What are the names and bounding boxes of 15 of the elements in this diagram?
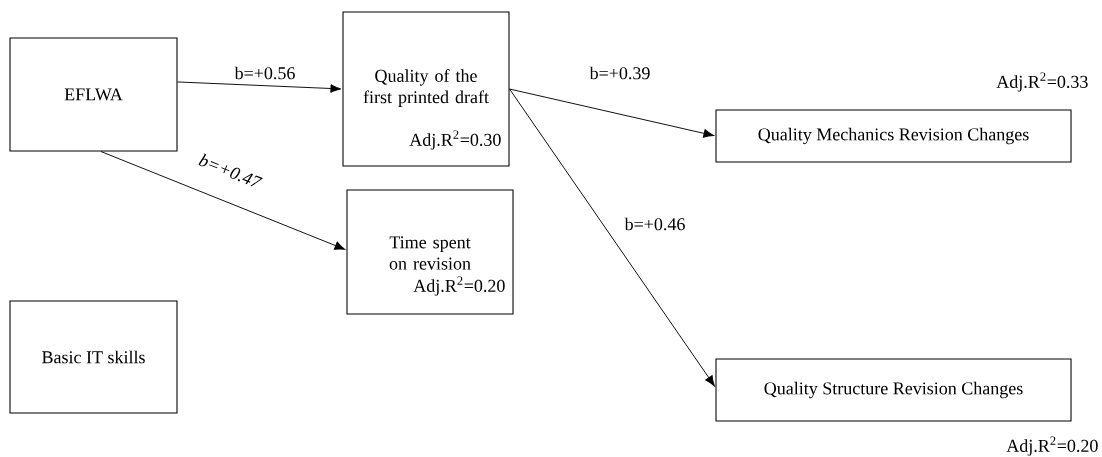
arrow — [177, 81, 342, 93]
r-squared-label: Adj.R$^{2}$=0.33 — [996, 72, 1088, 92]
edge-label: b=+0.46 — [623, 216, 687, 232]
process-box: Basic IT skills — [9, 300, 178, 414]
process-box: Quality of the first printed draft Adj.R$^{2}$=0.30 — [342, 11, 510, 167]
arrow — [509, 88, 715, 138]
r-squared-label: Adj.R$^{2}$=0.20 — [1006, 436, 1098, 456]
process-box: EFLWA — [9, 37, 178, 152]
arrow — [509, 88, 715, 387]
process-box: Time spent on revision Adj.R$^{2}$=0.20 — [346, 189, 514, 315]
edge-label: b=+0.56 — [233, 65, 297, 81]
process-box: Quality Structure Revision Changes — [715, 358, 1072, 422]
process-box: Quality Mechanics Revision Changes — [715, 109, 1072, 163]
edge-label: b=+0.39 — [588, 65, 652, 81]
arrow — [100, 151, 346, 250]
